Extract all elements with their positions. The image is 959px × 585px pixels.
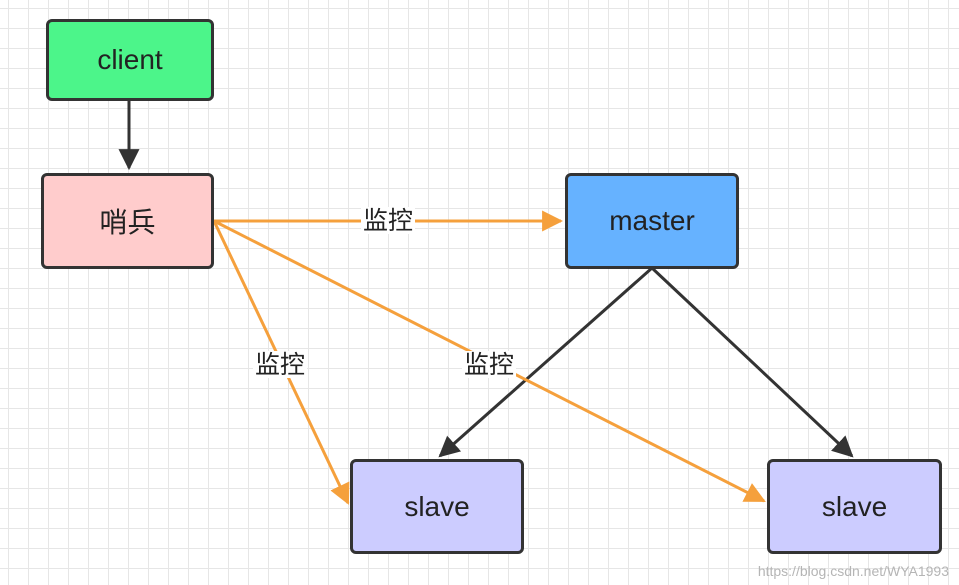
slave-right-node: slave xyxy=(767,459,942,554)
slave-left-node-label: slave xyxy=(404,490,470,522)
sentinel-node: 哨兵 xyxy=(41,173,214,269)
slave-left-node: slave xyxy=(350,459,524,554)
master-node-label: master xyxy=(609,205,695,236)
client-node-label: client xyxy=(97,44,163,75)
edge-label-to-master: 监控 xyxy=(361,206,416,235)
slave-right-node-label: slave xyxy=(821,490,888,522)
sentinel-node-label: 哨兵 xyxy=(99,206,156,239)
master-node: master xyxy=(565,173,739,269)
watermark: https://blog.csdn.net/WYA1993 xyxy=(757,563,949,579)
edge-master-to-slave-right xyxy=(650,266,854,458)
edge-label-to-slave-right: 监控 xyxy=(462,350,517,379)
edge-master-to-slave-left xyxy=(438,266,653,458)
edge-label-to-slave-left: 监控 xyxy=(253,350,308,379)
client-node: client xyxy=(46,19,214,101)
